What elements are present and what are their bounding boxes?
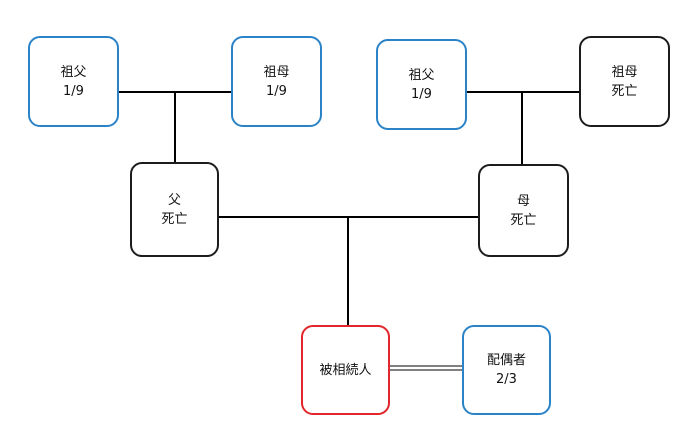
maternal-grandmother-label: 祖母 <box>611 64 638 80</box>
maternal-grandfather-share: 1/9 <box>411 86 432 102</box>
maternal-grandfather-box: 祖父 1/9 <box>376 39 467 130</box>
mother-box: 母 死亡 <box>478 164 569 257</box>
father-label: 父 <box>167 192 181 208</box>
paternal-grandfather-label: 祖父 <box>60 64 87 80</box>
deceased-box: 被相続人 <box>301 325 390 415</box>
mother-status: 死亡 <box>510 212 537 228</box>
spouse-share: 2/3 <box>496 372 517 387</box>
spouse-label: 配偶者 <box>486 353 526 368</box>
paternal-grandmother-share: 1/9 <box>266 83 287 99</box>
father-status: 死亡 <box>161 211 188 227</box>
mother-label: 母 <box>516 193 530 209</box>
maternal-grandmother-box: 祖母 死亡 <box>579 36 670 127</box>
deceased-label: 被相続人 <box>319 362 372 378</box>
paternal-grandfather-box: 祖父 1/9 <box>28 36 119 127</box>
paternal-grandmother-box: 祖母 1/9 <box>231 36 322 127</box>
maternal-grandfather-label: 祖父 <box>408 67 435 83</box>
maternal-grandmother-status: 死亡 <box>611 83 638 99</box>
spouse-box: 配偶者 2/3 <box>462 325 551 415</box>
paternal-grandfather-share: 1/9 <box>63 83 84 99</box>
father-box: 父 死亡 <box>130 162 219 257</box>
paternal-grandmother-label: 祖母 <box>263 64 290 80</box>
